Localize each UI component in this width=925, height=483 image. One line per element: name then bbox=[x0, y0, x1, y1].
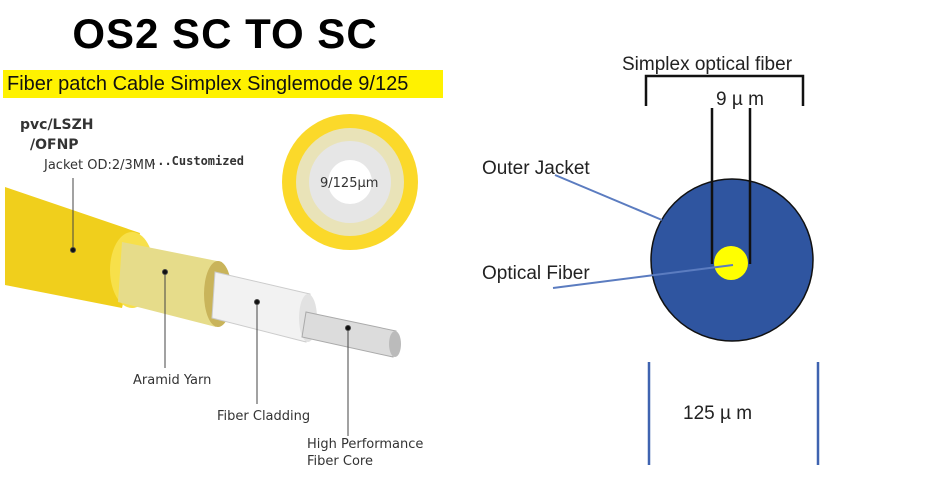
simplex-bracket bbox=[644, 74, 805, 106]
page-title: OS2 SC TO SC bbox=[72, 10, 378, 57]
jacket-od-label: Jacket OD:2/3MM bbox=[44, 158, 156, 173]
outer-jacket-label: Outer Jacket bbox=[482, 158, 590, 179]
cladding-size-label: 125 µ m bbox=[683, 403, 753, 424]
cross-section-label: 9/125μm bbox=[320, 176, 379, 191]
customized-label: ...Customized bbox=[150, 154, 244, 168]
cross-section bbox=[282, 114, 418, 250]
cladding-pointer-dot bbox=[254, 299, 260, 305]
core-end-face bbox=[389, 331, 401, 357]
core-pointer-dot bbox=[345, 325, 351, 331]
simplex-fiber-diagram bbox=[552, 74, 820, 465]
aramid-yarn-label: Aramid Yarn bbox=[133, 373, 212, 388]
jacket-material-label: pvc/LSZH bbox=[20, 117, 94, 133]
cable-cutaway bbox=[5, 178, 401, 436]
fiber-core-label-1: High Performance bbox=[307, 437, 424, 452]
product-banner: Fiber patch Cable Simplex Singlemode 9/1… bbox=[3, 70, 443, 98]
fiber-cladding-label: Fiber Cladding bbox=[217, 409, 311, 424]
outer-jacket-leader bbox=[554, 174, 663, 221]
yarn-pointer-dot bbox=[162, 269, 168, 275]
core-shape bbox=[301, 311, 397, 358]
optical-fiber-core bbox=[714, 246, 748, 280]
cladding-shape bbox=[211, 271, 311, 343]
optical-fiber-leader bbox=[552, 264, 734, 289]
jacket-material-label-2: /OFNP bbox=[30, 137, 79, 153]
jacket-pointer-dot bbox=[70, 247, 76, 253]
simplex-label: Simplex optical fiber bbox=[622, 54, 793, 75]
aramid-yarn-shape bbox=[118, 242, 222, 327]
core-size-label: 9 µ m bbox=[716, 89, 764, 110]
fiber-core-label-2: Fiber Core bbox=[307, 454, 373, 469]
optical-fiber-label: Optical Fiber bbox=[482, 263, 590, 284]
